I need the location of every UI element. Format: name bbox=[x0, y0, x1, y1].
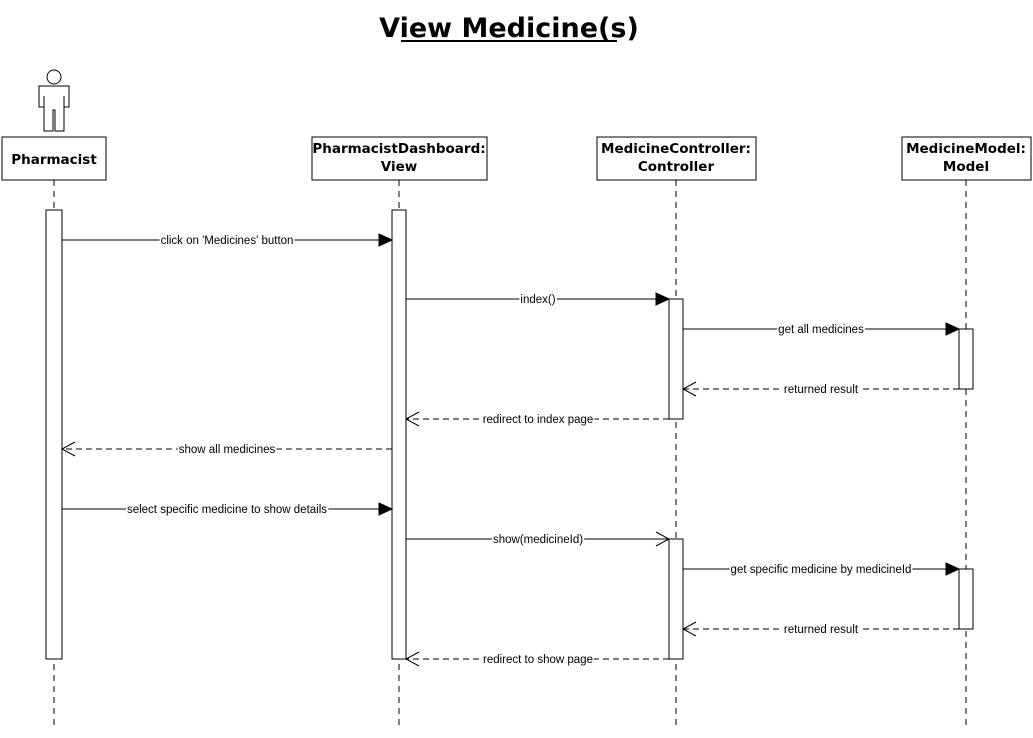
arrowhead bbox=[655, 531, 671, 547]
arrowhead bbox=[945, 322, 961, 336]
label-background bbox=[125, 504, 329, 516]
participant-label: MedicineController: bbox=[601, 141, 751, 157]
arrowhead bbox=[945, 562, 961, 576]
message-label: redirect to show page bbox=[483, 654, 593, 666]
message-label: click on 'Medicines' button bbox=[161, 235, 294, 247]
arrowhead bbox=[404, 651, 420, 667]
activation-bar-model bbox=[958, 568, 974, 630]
message-label: returned result bbox=[784, 384, 859, 396]
message-label: get specific medicine by medicineId bbox=[731, 564, 912, 576]
message-label: select specific medicine to show details bbox=[127, 504, 327, 516]
participant-label: Controller bbox=[638, 159, 715, 175]
message-arrow: redirect to show page bbox=[404, 651, 669, 667]
activation-bar-pharmacist bbox=[45, 209, 63, 660]
message-label: get all medicines bbox=[778, 324, 864, 336]
participant-pharmacist: Pharmacist bbox=[1, 69, 107, 181]
participant-model: MedicineModel: Model bbox=[901, 136, 1032, 181]
arrowhead bbox=[60, 441, 76, 457]
label-background bbox=[729, 564, 913, 576]
message-arrow: click on 'Medicines' button bbox=[62, 233, 394, 247]
label-background bbox=[782, 624, 860, 636]
arrowhead bbox=[378, 502, 394, 516]
label-background bbox=[481, 414, 595, 426]
participant-dashboard: PharmacistDashboard: View bbox=[311, 136, 488, 181]
participant-box bbox=[901, 136, 1032, 181]
participant-label: View bbox=[381, 159, 417, 175]
message-arrow: get specific medicine by medicineId bbox=[683, 562, 961, 576]
label-background bbox=[482, 654, 594, 666]
label-background bbox=[519, 294, 557, 306]
activation-bar-model bbox=[958, 328, 974, 390]
label-background bbox=[177, 444, 277, 456]
message-label: returned result bbox=[784, 624, 859, 636]
participant-controller: MedicineController: Controller bbox=[596, 136, 757, 181]
participant-box bbox=[1, 136, 107, 181]
arrowhead bbox=[404, 411, 420, 427]
arrowhead bbox=[681, 381, 697, 397]
participant-label: MedicineModel: bbox=[906, 141, 1026, 157]
arrowhead bbox=[655, 292, 671, 306]
message-label: show all medicines bbox=[179, 444, 276, 456]
label-background bbox=[159, 235, 295, 247]
arrowhead bbox=[378, 233, 394, 247]
arrowhead bbox=[681, 621, 697, 637]
activation-bar-controller bbox=[668, 298, 684, 420]
participant-label: Model bbox=[943, 159, 989, 175]
message-arrow: show all medicines bbox=[60, 441, 392, 457]
label-background bbox=[491, 534, 585, 546]
message-arrow: select specific medicine to show details bbox=[62, 502, 394, 516]
message-arrow: returned result bbox=[681, 621, 959, 637]
participant-label: Pharmacist bbox=[11, 152, 97, 168]
participant-label: PharmacistDashboard: bbox=[312, 141, 485, 157]
diagram-title: View Medicine(s) bbox=[379, 13, 639, 44]
activation-bar-controller bbox=[668, 538, 684, 660]
message-label: index() bbox=[520, 294, 555, 306]
message-label: show(medicineId) bbox=[493, 534, 583, 546]
message-arrow: get all medicines bbox=[683, 322, 961, 336]
message-label: redirect to index page bbox=[483, 414, 594, 426]
label-background bbox=[777, 324, 866, 336]
activation-bar-dashboard bbox=[391, 209, 407, 660]
message-arrow: returned result bbox=[681, 381, 959, 397]
participant-box bbox=[311, 136, 488, 181]
participant-box bbox=[596, 136, 757, 181]
message-arrow: index() bbox=[406, 292, 671, 306]
message-arrow: show(medicineId) bbox=[406, 531, 671, 547]
actor-icon bbox=[38, 69, 70, 132]
message-arrow: redirect to index page bbox=[404, 411, 669, 427]
label-background bbox=[782, 384, 860, 396]
